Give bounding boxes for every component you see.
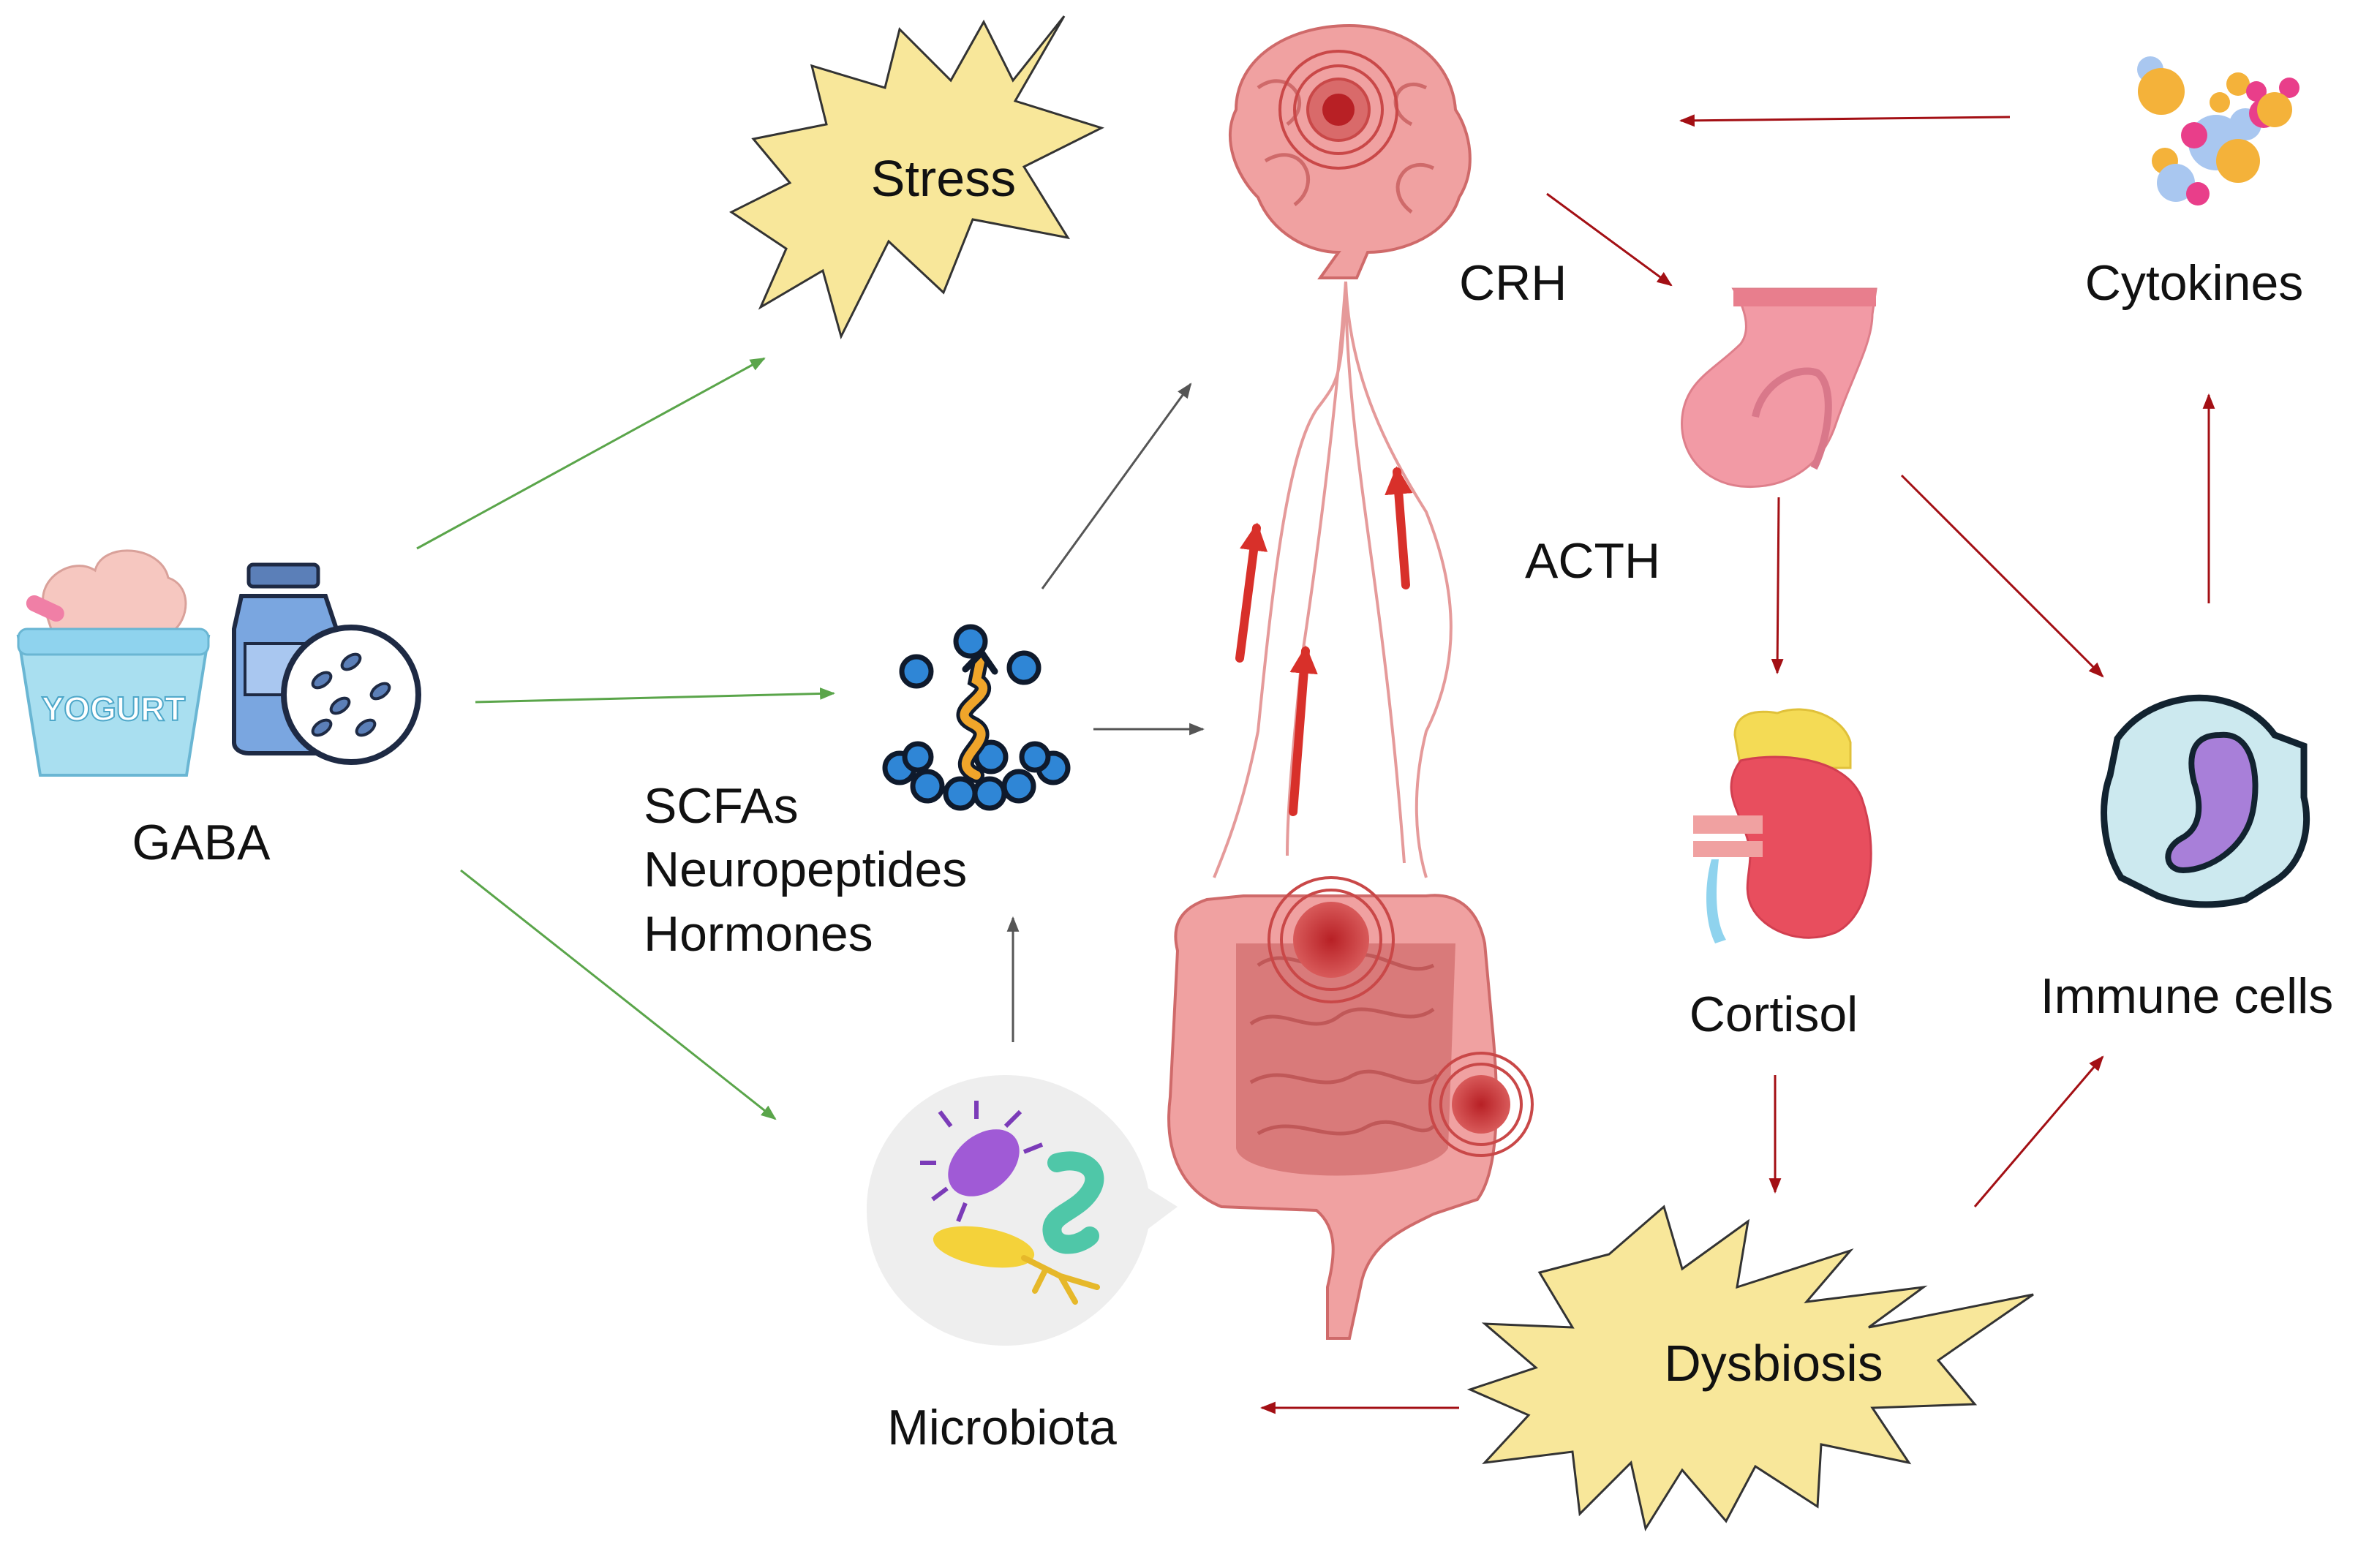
vagus-nerves xyxy=(1213,281,1453,878)
brain-icon xyxy=(1229,23,1472,279)
kidney-adrenal-icon xyxy=(1693,708,1872,943)
immune-cells-label: Immune cells xyxy=(2041,968,2334,1024)
dysbiosis-burst: Dysbiosis xyxy=(1466,1205,2034,1531)
scfa-arrows xyxy=(1006,382,1205,1042)
crh-label: CRH xyxy=(1459,255,1567,311)
yogurt-text: YOGURT xyxy=(42,690,186,728)
hormones-label: Hormones xyxy=(644,906,873,962)
gaba-label: GABA xyxy=(132,815,271,870)
neuropeptides-label: Neuropeptides xyxy=(644,842,967,897)
scfas-label: SCFAs xyxy=(644,778,799,834)
cortisol-label: Cortisol xyxy=(1690,987,1858,1042)
gaba-arrows xyxy=(416,357,836,1120)
dysbiosis-label: Dysbiosis xyxy=(1664,1335,1883,1392)
acth-label: ACTH xyxy=(1525,533,1660,589)
stress-burst: Stress xyxy=(729,15,1104,340)
cytokines-icon xyxy=(2137,56,2299,206)
microbiota-label: Microbiota xyxy=(887,1400,1117,1455)
microbiota-icon xyxy=(867,1075,1178,1346)
probiotic-bottle-icon xyxy=(232,562,421,765)
pituitary-gland-icon xyxy=(1681,287,1877,489)
immune-cell-icon xyxy=(2101,694,2310,908)
yogurt-icon: YOGURT xyxy=(16,549,211,777)
hpa-axis-arrows xyxy=(1259,114,2215,1414)
cytokines-label: Cytokines xyxy=(2085,255,2304,311)
gut-to-brain-arrows xyxy=(1235,466,1413,816)
stress-label: Stress xyxy=(871,150,1016,207)
scfa-molecules-icon xyxy=(882,624,1071,811)
intestine-icon xyxy=(1167,876,1534,1340)
